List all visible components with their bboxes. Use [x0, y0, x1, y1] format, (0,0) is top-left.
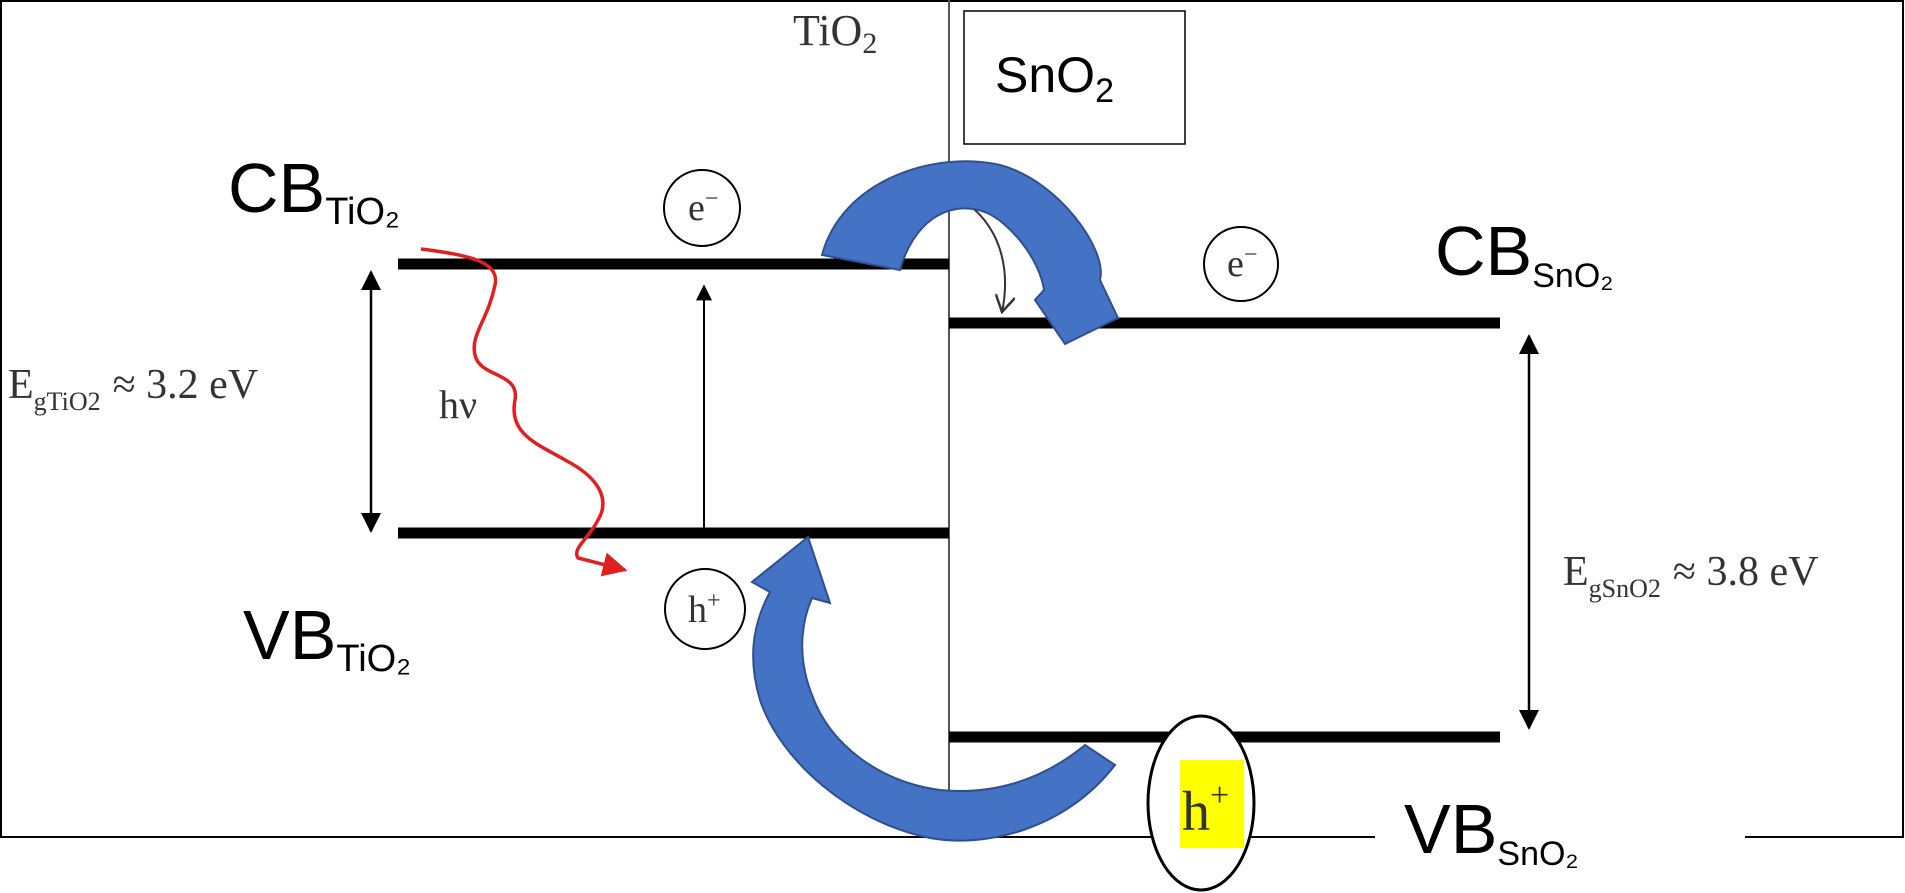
cb-tio2-label: CBTiO₂ [228, 149, 400, 233]
hole-highlight [1180, 760, 1244, 848]
photon-wave [420, 247, 628, 577]
vb-sno2-label: VBSnO₂ [1404, 790, 1579, 873]
photon-label: hν [439, 382, 477, 427]
hole-sno2: h+ [1146, 714, 1256, 892]
hole-tio2: h+ [664, 568, 746, 650]
svg-text:h+: h+ [1182, 777, 1229, 843]
electron-tio2: e− [663, 169, 741, 247]
svg-text:e−: e− [1227, 242, 1257, 285]
electron-sno2: e− [1203, 226, 1279, 302]
sno2-label-box [963, 10, 1186, 145]
sno2-region-label: SnO2 [995, 47, 1114, 110]
tio2-bandgap-label: EgTiO2≈ 3.2 eV [8, 362, 258, 416]
diagram-frame [0, 0, 1904, 838]
cb-sno2-label: CBSnO₂ [1435, 212, 1613, 295]
vb-tio2-label: VBTiO₂ [243, 596, 411, 680]
electron-transfer-arrow [820, 160, 1120, 346]
tio2-region-label: TiO2 [793, 6, 877, 60]
svg-text:h+: h+ [688, 588, 721, 631]
sno2-bandgap-label: EgSnO2≈ 3.8 eV [1563, 549, 1818, 603]
svg-text:e−: e− [688, 186, 718, 229]
hole-transfer-arrow [750, 535, 1117, 842]
